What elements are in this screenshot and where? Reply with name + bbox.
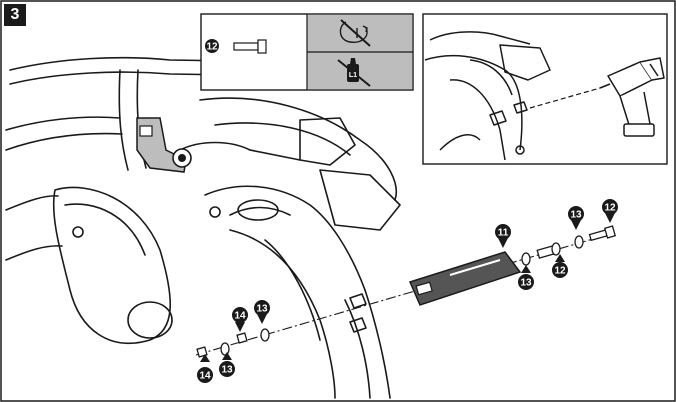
callout-12-top: 12: [602, 199, 618, 223]
callout-12-bottom: 12: [552, 254, 568, 278]
svg-text:11: 11: [498, 228, 509, 239]
callout-14-bottom: 14: [197, 354, 213, 383]
bolt-torque-inset: 12: [200, 13, 414, 91]
callout-13-right-top: 13: [568, 206, 584, 230]
svg-text:14: 14: [234, 311, 246, 322]
svg-text:12: 12: [554, 266, 566, 277]
svg-text:13: 13: [221, 365, 233, 376]
callout-11: 11: [495, 224, 511, 248]
callout-13-right-bottom: 13: [518, 265, 534, 290]
inset-bolt-callout: 12: [206, 42, 218, 53]
svg-text:13: 13: [520, 278, 532, 289]
bolt-icon: [233, 39, 267, 54]
callout-13-left-bottom: 13: [219, 352, 235, 377]
torque-wrench-icon: [339, 19, 371, 47]
step-number-badge: 3: [4, 4, 26, 26]
bracket-part: [408, 251, 522, 306]
svg-text:14: 14: [199, 371, 211, 382]
drill-detail-inset: [422, 13, 668, 165]
motorcycle-frame-drawing: [5, 56, 401, 399]
threadlocker-label: L1: [349, 72, 357, 79]
svg-text:13: 13: [256, 304, 268, 315]
mounted-bracket-left: [136, 117, 192, 173]
callout-13-left-top: 13: [254, 300, 270, 324]
svg-text:13: 13: [570, 210, 582, 221]
drill-icon: [599, 57, 665, 137]
threadlocker-icon: L1: [337, 58, 371, 87]
callout-14-top: 14: [232, 307, 248, 332]
hardware-parts: [196, 225, 617, 358]
svg-text:12: 12: [604, 203, 616, 214]
